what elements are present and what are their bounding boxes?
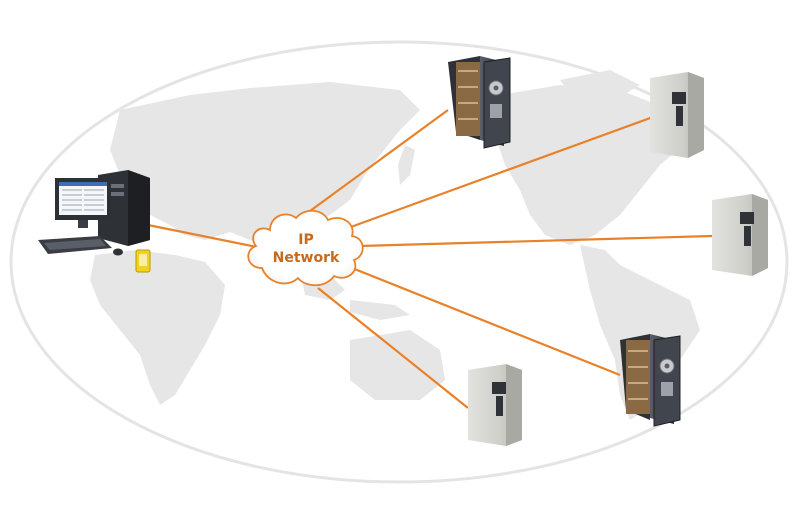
link-workstation: [147, 223, 263, 250]
open-safe-icon: [448, 56, 511, 149]
workstation: [38, 170, 151, 273]
ip-network-cloud: IP Network: [247, 209, 364, 287]
safe-icon: [712, 194, 768, 276]
network-links: [147, 109, 713, 409]
cloud-label-line1: IP: [298, 232, 313, 248]
link-safe-bottom: [317, 287, 469, 409]
link-safe-open-bottom-right: [351, 266, 621, 377]
safe-icon: [468, 364, 522, 446]
safe-open-bottom-right: [620, 334, 681, 427]
computer-icon: [38, 170, 151, 273]
world-map: [9, 40, 789, 484]
open-safe-icon: [620, 334, 681, 427]
link-safe-top-right: [347, 115, 654, 230]
safe-bottom: [468, 364, 522, 446]
cloud-label-line2: Network: [273, 250, 340, 266]
safe-right: [712, 194, 768, 276]
continents: [90, 70, 700, 420]
safe-icon: [650, 72, 704, 158]
link-safe-right: [359, 234, 713, 248]
cloud-icon: [247, 209, 364, 287]
link-safe-open-top: [294, 109, 449, 223]
safe-top-right: [650, 72, 704, 158]
safe-open-top: [448, 56, 511, 149]
